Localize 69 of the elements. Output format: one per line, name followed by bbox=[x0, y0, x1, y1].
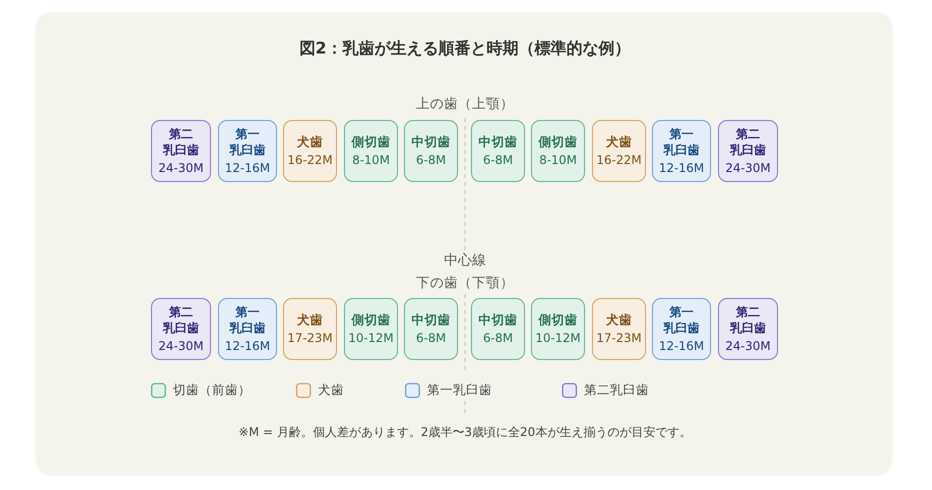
legend-label: 第二乳臼歯 bbox=[584, 382, 649, 398]
tooth-box bbox=[404, 120, 458, 182]
eruption-age: 6-8M bbox=[483, 152, 513, 168]
tooth-box bbox=[531, 298, 585, 360]
eruption-age: 24-30M bbox=[725, 338, 771, 354]
legend-label: 切歯（前歯） bbox=[173, 382, 251, 398]
row-label: 上の歯（上顎） bbox=[416, 96, 514, 112]
tooth-box bbox=[218, 298, 277, 360]
eruption-age: 24-30M bbox=[158, 160, 204, 176]
diagram-title: 図2：乳歯が生える順番と時期（標準的な例） bbox=[299, 38, 631, 58]
eruption-age: 6-8M bbox=[483, 330, 513, 346]
tooth-box bbox=[218, 120, 277, 182]
eruption-age: 8-10M bbox=[352, 152, 390, 168]
eruption-age: 17-23M bbox=[287, 330, 333, 346]
tooth-name: 第二乳臼歯 bbox=[163, 304, 199, 336]
tooth-name: 犬歯 bbox=[297, 134, 323, 150]
tooth-box bbox=[531, 120, 585, 182]
tooth-name: 第一乳臼歯 bbox=[664, 304, 700, 336]
tooth-name: 側切歯 bbox=[352, 134, 390, 150]
footnote: ※M = 月齢。個人差があります。2歳半〜3歳頃に全20本が生え揃うのが目安です。 bbox=[238, 424, 692, 440]
eruption-age: 12-16M bbox=[658, 338, 704, 354]
eruption-age: 12-16M bbox=[224, 160, 270, 176]
tooth-box bbox=[592, 298, 646, 360]
legend-label: 第一乳臼歯 bbox=[427, 382, 492, 398]
tooth-name: 第一乳臼歯 bbox=[230, 126, 266, 158]
tooth-box bbox=[283, 298, 337, 360]
tooth-box bbox=[471, 298, 525, 360]
tooth-box bbox=[718, 298, 778, 360]
eruption-age: 6-8M bbox=[416, 152, 446, 168]
eruption-age: 24-30M bbox=[158, 338, 204, 354]
tooth-name: 第二乳臼歯 bbox=[730, 304, 766, 336]
tooth-name: 第一乳臼歯 bbox=[230, 304, 266, 336]
tooth-box bbox=[151, 120, 211, 182]
tooth-name: 中切歯 bbox=[478, 134, 518, 150]
tooth-box bbox=[592, 120, 646, 182]
tooth-name: 中切歯 bbox=[412, 134, 450, 150]
tooth-box bbox=[344, 298, 398, 360]
tooth-name: 犬歯 bbox=[606, 134, 632, 150]
tooth-name: 側切歯 bbox=[352, 312, 390, 328]
tooth-name: 第二乳臼歯 bbox=[163, 126, 199, 158]
tooth-name: 犬歯 bbox=[297, 312, 323, 328]
eruption-age: 12-16M bbox=[658, 160, 704, 176]
tooth-box bbox=[344, 120, 398, 182]
tooth-name: 第二乳臼歯 bbox=[730, 126, 766, 158]
eruption-age: 16-22M bbox=[287, 152, 333, 168]
tooth-box bbox=[471, 120, 525, 182]
tooth-name: 側切歯 bbox=[538, 134, 578, 150]
eruption-age: 6-8M bbox=[416, 330, 446, 346]
center-line-label: 中心線 bbox=[444, 252, 486, 270]
tooth-name: 側切歯 bbox=[538, 312, 578, 328]
eruption-age: 8-10M bbox=[539, 152, 577, 168]
eruption-age: 10-12M bbox=[348, 330, 394, 346]
tooth-box bbox=[652, 120, 711, 182]
tooth-box bbox=[283, 120, 337, 182]
tooth-name: 犬歯 bbox=[606, 312, 632, 328]
tooth-box bbox=[652, 298, 711, 360]
tooth-name: 第一乳臼歯 bbox=[664, 126, 700, 158]
tooth-name: 中切歯 bbox=[478, 312, 518, 328]
tooth-name: 中切歯 bbox=[412, 312, 450, 328]
row-label: 下の歯（下顎） bbox=[416, 274, 514, 292]
eruption-age: 17-23M bbox=[596, 330, 642, 346]
tooth-box bbox=[151, 298, 211, 360]
eruption-age: 12-16M bbox=[224, 338, 270, 354]
eruption-age: 16-22M bbox=[596, 152, 642, 168]
legend-label: 犬歯 bbox=[318, 382, 344, 398]
tooth-box bbox=[404, 298, 458, 360]
eruption-age: 24-30M bbox=[725, 160, 771, 176]
eruption-age: 10-12M bbox=[535, 330, 581, 346]
tooth-box bbox=[718, 120, 778, 182]
